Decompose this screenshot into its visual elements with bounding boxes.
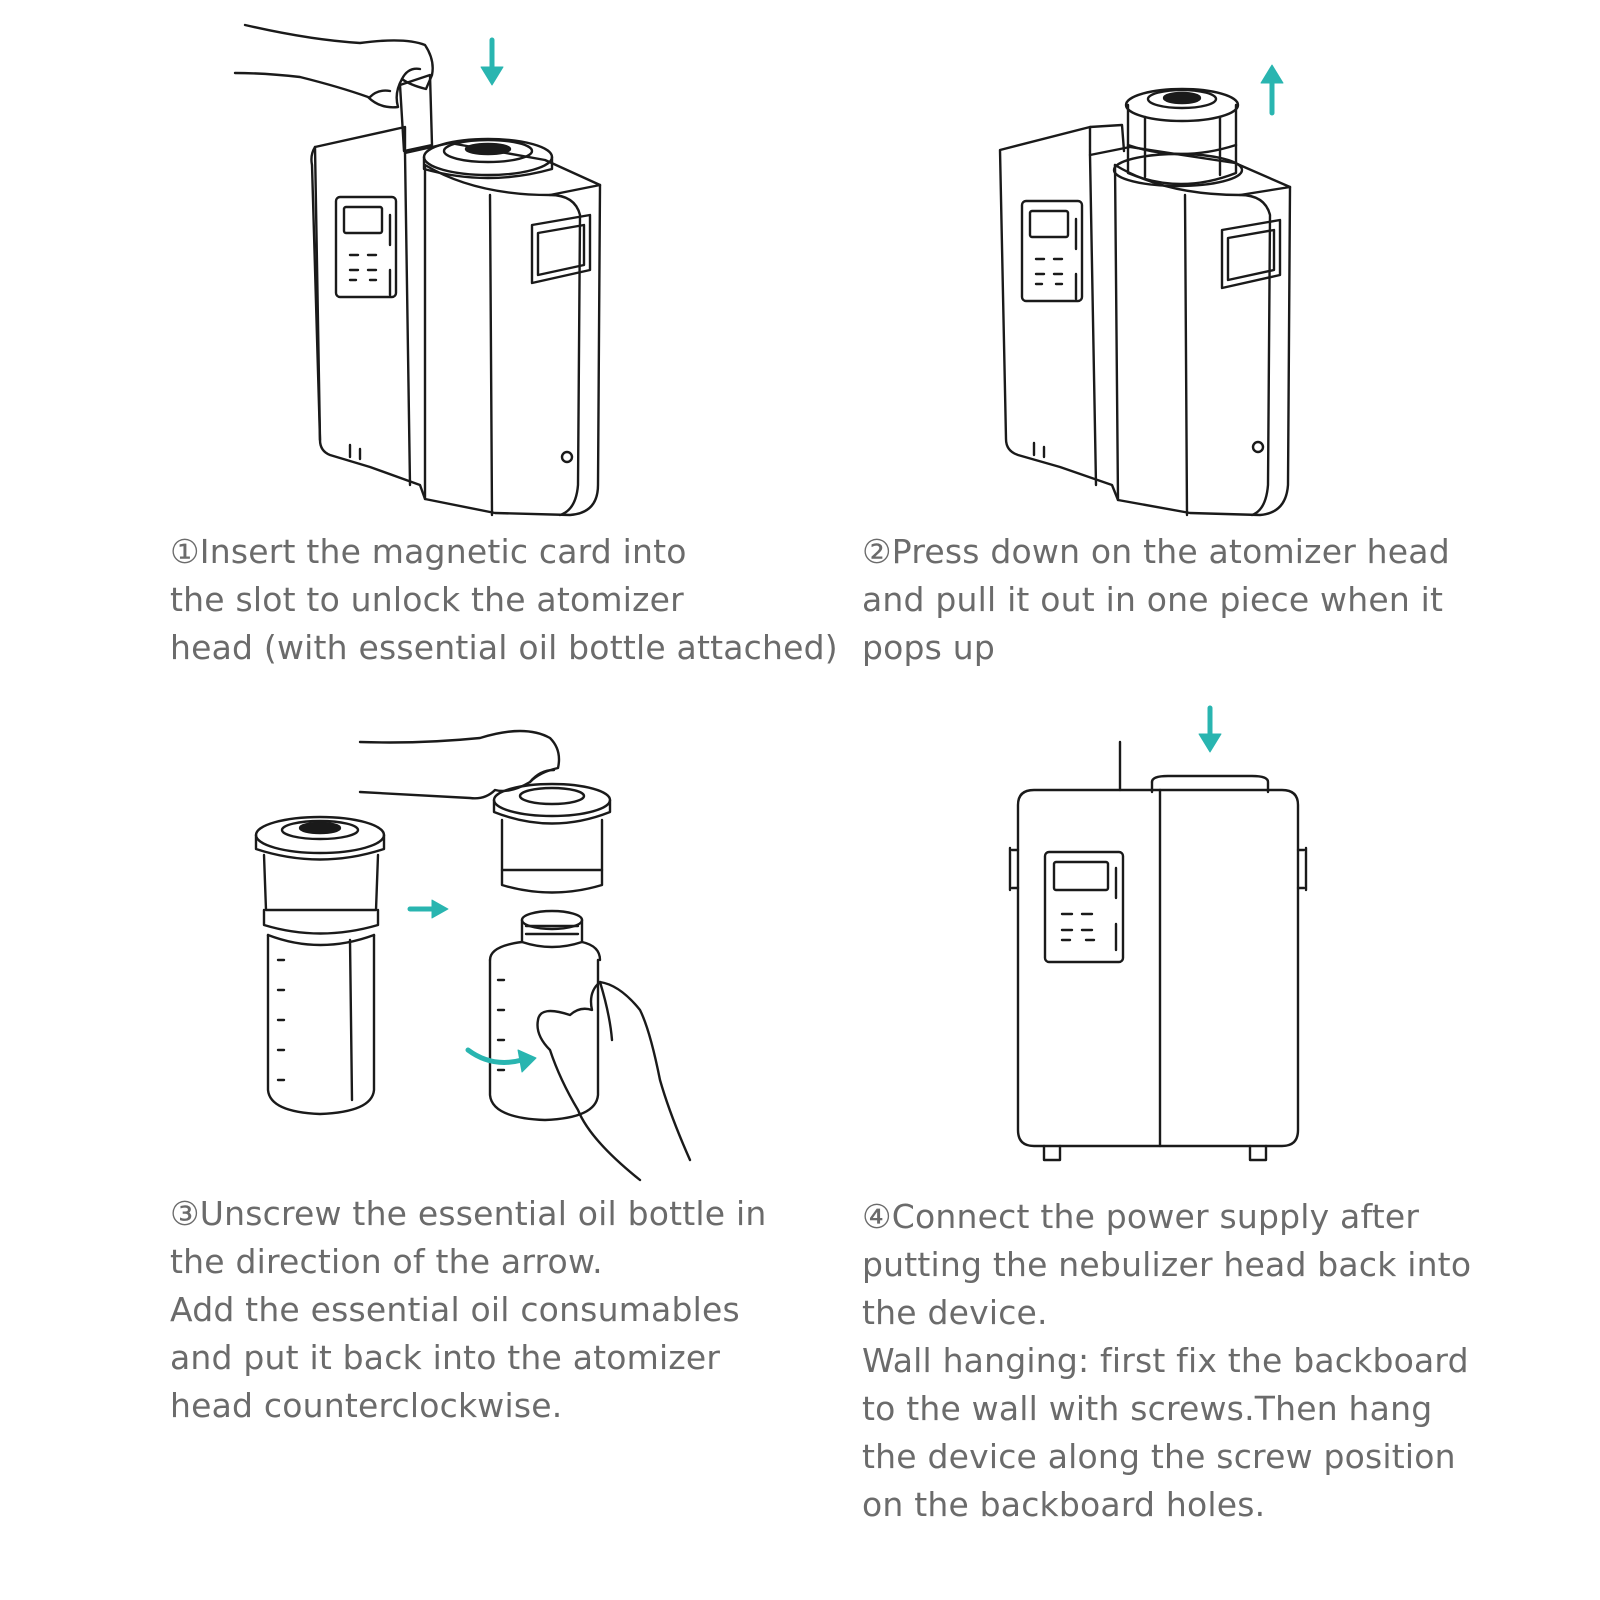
step-3-text: ③Unscrew the essential oil bottle in the… — [170, 1190, 766, 1430]
step-2-line-3: pops up — [862, 628, 996, 667]
step-1-line-1: ①Insert the magnetic card into — [170, 532, 687, 571]
step-3-paragraph: ③Unscrew the essential oil bottle in the… — [170, 1190, 766, 1430]
step-2-line-2: and pull it out in one piece when it — [862, 580, 1444, 619]
note-line-4: on the backboard holes. — [862, 1485, 1266, 1524]
oil-bottle — [488, 909, 602, 1122]
step-1-line-3: head (with essential oil bottle attached… — [170, 628, 838, 667]
atomizer-head — [492, 782, 612, 894]
step-3-line-4: and put it back into the atomizer — [170, 1338, 721, 1377]
figure-unscrew-bottle — [240, 720, 720, 1190]
step-3-line-3: Add the essential oil consumables — [170, 1290, 740, 1329]
diffuser-device — [310, 125, 602, 517]
diffuser-device — [1008, 740, 1308, 1162]
step-3-line-1: ③Unscrew the essential oil bottle in — [170, 1194, 767, 1233]
atomizer-head — [422, 137, 554, 180]
step-1-line-2: the slot to unlock the atomizer — [170, 580, 684, 619]
step-3-line-5: head counterclockwise. — [170, 1386, 563, 1425]
step-4-line-3: the device. — [862, 1293, 1048, 1332]
step-4-text: ④Connect the power supply after putting … — [862, 1193, 1471, 1529]
step-2-text: ②Press down on the atomizer head and pul… — [862, 528, 1450, 672]
step-3-number: ③ — [170, 1194, 200, 1233]
figure-reassembled-device — [1000, 700, 1320, 1180]
atomizer-head — [1124, 87, 1240, 186]
note-line-3: the device along the screw position — [862, 1437, 1456, 1476]
step-2-paragraph: ②Press down on the atomizer head and pul… — [862, 528, 1450, 672]
figure-pull-out-head — [990, 55, 1310, 525]
hand-bottom — [536, 980, 692, 1182]
step-4-line-1: ④Connect the power supply after — [862, 1197, 1420, 1236]
step-2-line-1: ②Press down on the atomizer head — [862, 532, 1450, 571]
note-line-1: Wall hanging: first fix the backboard — [862, 1341, 1469, 1380]
diffuser-device — [998, 123, 1292, 517]
step-2-number: ② — [862, 532, 892, 571]
magnetic-card — [398, 73, 434, 153]
step-1-number: ① — [170, 532, 200, 571]
note-line-2: to the wall with screws.Then hang — [862, 1389, 1433, 1428]
step-4-paragraph: ④Connect the power supply after putting … — [862, 1193, 1471, 1337]
step-1-text: ①Insert the magnetic card into the slot … — [170, 528, 838, 672]
arrow-up-icon — [1260, 64, 1284, 116]
step-4-number: ④ — [862, 1197, 892, 1236]
arrow-right-icon — [407, 899, 449, 919]
arrow-curved-icon — [465, 1047, 537, 1073]
assembled-head-and-bottle — [254, 815, 386, 1116]
wall-hanging-note: Wall hanging: first fix the backboard to… — [862, 1337, 1471, 1529]
figure-insert-card — [220, 15, 640, 525]
arrow-down-icon — [480, 37, 504, 86]
hand — [233, 23, 434, 109]
arrow-down-icon — [1198, 705, 1222, 753]
step-3-line-2: the direction of the arrow. — [170, 1242, 603, 1281]
hand-top — [358, 729, 561, 800]
step-4-line-2: putting the nebulizer head back into — [862, 1245, 1472, 1284]
step-1-paragraph: ①Insert the magnetic card into the slot … — [170, 528, 838, 672]
